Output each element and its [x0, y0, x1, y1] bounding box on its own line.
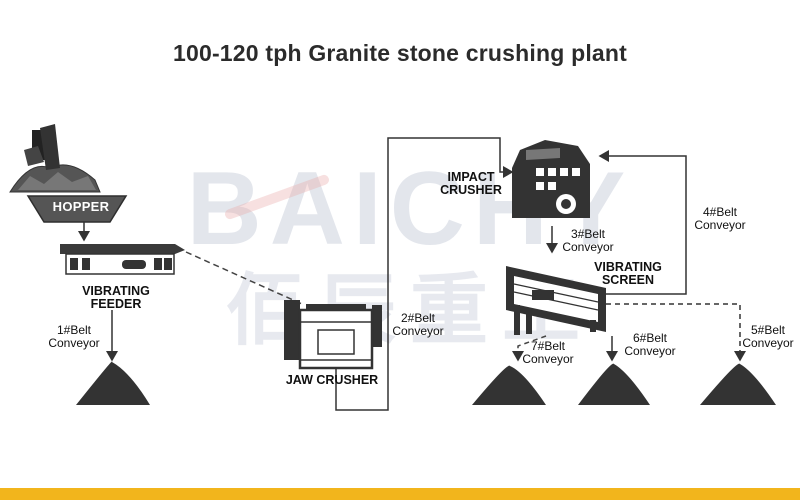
belt-5-label: 5#Belt Conveyor: [742, 323, 794, 350]
belt-6-label: 6#Belt Conveyor: [624, 331, 676, 358]
page-title: 100-120 tph Granite stone crushing plant: [172, 40, 628, 66]
vibrating-feeder-label: VIBRATING FEEDER: [82, 284, 150, 311]
impact-crusher-icon: [512, 140, 590, 218]
vibrating-feeder-icon: [60, 244, 185, 275]
belt-7-label: 7#Belt Conveyor: [522, 339, 574, 366]
belt-3-label: 3#Belt Conveyor: [562, 227, 614, 254]
belt-2-label: 2#Belt Conveyor: [392, 311, 444, 338]
stockpile-5: [700, 363, 776, 405]
stockpile-1: [76, 361, 150, 405]
excavator-stone-pile-icon: [9, 124, 101, 193]
impact-crusher-label: IMPACT CRUSHER: [440, 170, 502, 197]
vibrating-screen-label: VIBRATING SCREEN: [594, 260, 662, 287]
jaw-crusher-icon: [284, 300, 382, 370]
belt-1-label: 1#Belt Conveyor: [48, 323, 100, 350]
jaw-crusher-label: JAW CRUSHER: [285, 373, 379, 387]
stockpile-6: [578, 363, 650, 405]
belt-4-label: 4#Belt Conveyor: [694, 205, 746, 232]
stockpile-7: [472, 365, 546, 405]
bottom-accent-bar: [0, 488, 800, 500]
hopper-shape: [26, 195, 128, 223]
hopper-label: HOPPER: [52, 199, 110, 214]
vibrating-screen-icon: [506, 266, 606, 335]
